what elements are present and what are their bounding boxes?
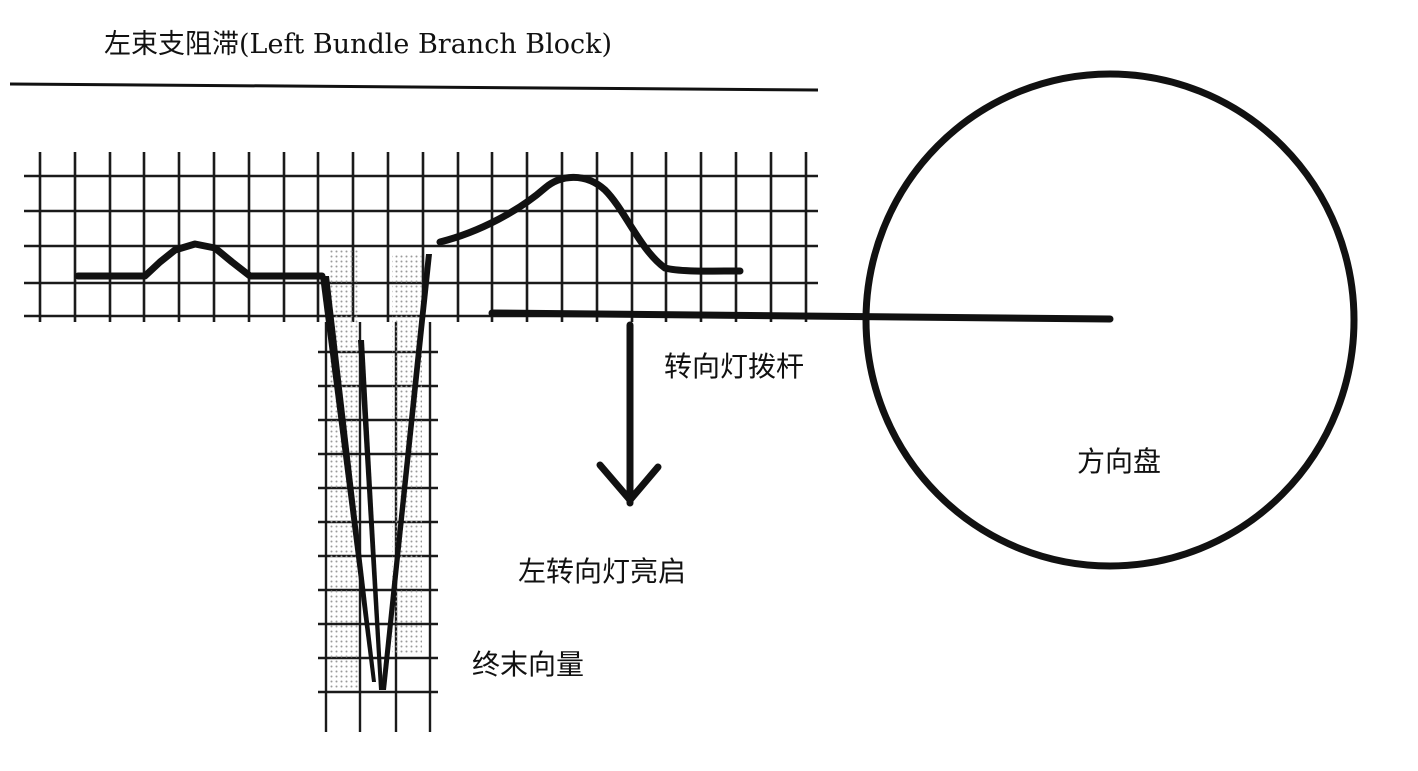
left-turn-signal-label: 左转向灯亮启	[518, 555, 687, 588]
ecg-qrs-upstroke	[381, 254, 432, 690]
ecg-baseline-p-wave	[74, 240, 326, 280]
ecg-t-wave	[436, 173, 744, 275]
turn-signal-lever	[488, 309, 1114, 323]
title-underline	[9, 82, 819, 92]
turn-signal-lever-label: 转向灯拨杆	[664, 350, 805, 383]
steering-wheel-label: 方向盘	[1077, 445, 1162, 478]
terminal-vector-label: 终末向量	[472, 648, 585, 681]
down-arrow-head	[596, 461, 662, 504]
ecg-qrs-right-limb	[358, 340, 383, 690]
ecg-qrs-deep-s-wave	[320, 276, 376, 682]
diagram-title: 左束支阻滞(Left Bundle Branch Block)	[104, 29, 613, 60]
